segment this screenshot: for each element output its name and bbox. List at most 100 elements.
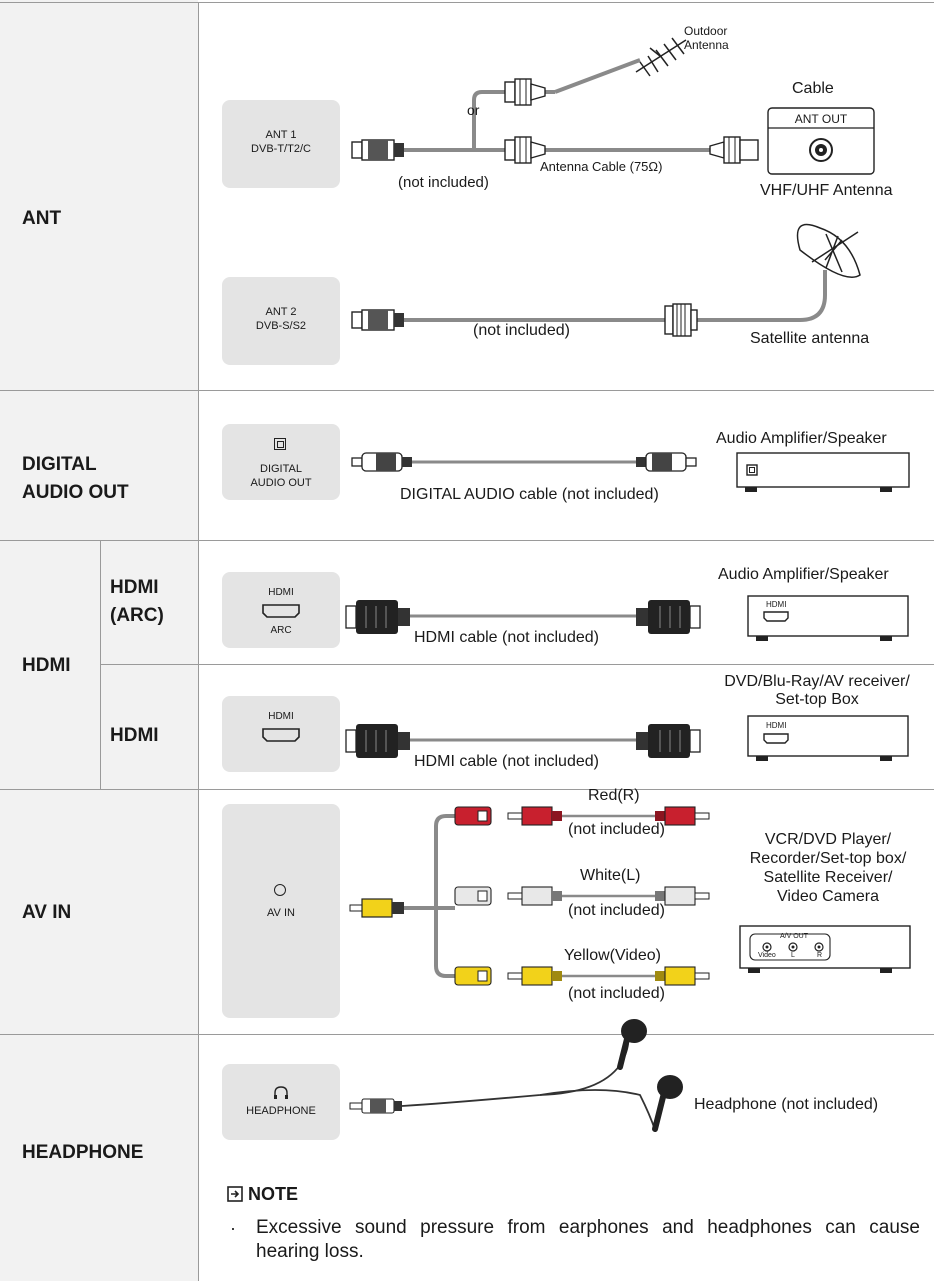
- section-label-ant: ANT: [22, 208, 62, 229]
- headphone-port-label: HEADPHONE: [246, 1105, 316, 1117]
- hdmi-port-label: HDMI: [268, 711, 294, 722]
- av-in-label-cell: [0, 790, 198, 1034]
- white-rca-jack-icon: [454, 886, 492, 906]
- note-text: Excessive sound pressure from earphones …: [256, 1217, 920, 1262]
- hdmi-cable-label: HDMI cable (not included): [414, 753, 599, 770]
- optical-plug-icon: [351, 452, 412, 472]
- ant2-port-label: ANT 2: [265, 306, 297, 318]
- audio-amplifier-icon: [747, 595, 909, 641]
- av-in-port-label: AV IN: [267, 907, 295, 919]
- note-title: NOTE: [248, 1184, 299, 1204]
- hdmi-plug-icon: [636, 724, 701, 758]
- red-rca-plug-icon: [507, 806, 562, 826]
- section-label-headphone: HEADPHONE: [22, 1142, 144, 1163]
- av-out-video-label: Video: [758, 952, 776, 959]
- ant2-port-panel: ANT 2 DVB-S/S2: [222, 277, 340, 365]
- section-label-hdmi: HDMI: [22, 655, 71, 676]
- vhf-uhf-label: VHF/UHF Antenna: [760, 182, 893, 199]
- white-rca-plug-icon: [655, 886, 710, 906]
- section-label-hdmi-plain: HDMI: [110, 725, 159, 746]
- ant1-not-included: (not included): [398, 174, 489, 191]
- hdmi-port-icon: [262, 604, 300, 618]
- hdmi-port-panel: HDMI: [222, 696, 340, 772]
- yellow-not-included: (not included): [568, 985, 665, 1002]
- red-label: Red(R): [588, 787, 640, 804]
- optical-port-icon: [274, 438, 286, 450]
- satellite-antenna-label: Satellite antenna: [750, 330, 870, 347]
- earbud-icon: [652, 1075, 683, 1132]
- yellow-rca-plug-icon: [507, 966, 562, 986]
- f-connector-icon: [504, 136, 546, 164]
- earbud-icon: [617, 1019, 647, 1070]
- headphone-icon: [274, 1086, 288, 1099]
- white-not-included: (not included): [568, 902, 665, 919]
- av-in-port-panel: AV IN: [222, 804, 340, 1018]
- coax-plug-icon: [351, 139, 404, 161]
- headphone-plug-icon: [349, 1098, 402, 1114]
- hdmi-plug-icon: [636, 600, 701, 634]
- yellow-label: Yellow(Video): [564, 947, 661, 964]
- hdmi-arc-port-panel: HDMI ARC: [222, 572, 340, 648]
- set-top-box-icon: [747, 715, 909, 761]
- audio-amplifier-icon: [736, 452, 910, 492]
- av-out-l-label: L: [791, 952, 795, 959]
- hdmi-arc-device-label: Audio Amplifier/Speaker: [718, 566, 889, 583]
- antenna-cable-label: Antenna Cable (75Ω): [540, 159, 663, 174]
- digital-audio-port-label: DIGITAL AUDIO OUT: [250, 463, 312, 489]
- white-rca-plug-icon: [507, 886, 562, 906]
- ant-label-cell: [0, 0, 198, 390]
- row-divider: [100, 664, 934, 665]
- red-rca-jack-icon: [454, 806, 492, 826]
- section-label-digital-audio: DIGITAL AUDIO OUT: [22, 454, 129, 503]
- outdoor-antenna-label: Outdoor Antenna: [684, 24, 729, 52]
- hdmi-arc-port-label: HDMI: [268, 587, 294, 598]
- ant-wiring-diagram: [351, 37, 875, 337]
- av-in-jack-icon: [274, 884, 286, 896]
- headphone-wiring-diagram: [349, 1019, 683, 1132]
- hdmi-arc-cable-label: HDMI cable (not included): [414, 629, 599, 646]
- amp-hdmi-port-label: HDMI: [766, 600, 787, 609]
- note-bullet: ·: [230, 1218, 236, 1238]
- hdmi-device-label: DVD/Blu-Ray/AV receiver/ Set-top Box: [724, 673, 910, 708]
- ant2-not-included: (not included): [473, 322, 570, 339]
- or-label: or: [467, 102, 480, 118]
- av-out-label: A/V OUT: [780, 933, 809, 940]
- digital-audio-label-cell: [0, 391, 198, 540]
- ant1-port-panel: ANT 1 DVB-T/T2/C: [222, 100, 340, 188]
- digital-audio-port-panel: DIGITAL AUDIO OUT: [222, 424, 340, 500]
- digital-audio-cable-label: DIGITAL AUDIO cable (not included): [400, 486, 659, 503]
- red-rca-plug-icon: [655, 806, 710, 826]
- digital-audio-device-label: Audio Amplifier/Speaker: [716, 430, 887, 447]
- f-connector-icon: [504, 78, 546, 106]
- digital-audio-wiring-diagram: [351, 452, 910, 492]
- yellow-rca-jack-icon: [454, 966, 492, 986]
- ant2-port-standard: DVB-S/S2: [255, 320, 307, 332]
- column-divider: [198, 2, 199, 1281]
- outdoor-antenna-icon: [635, 37, 687, 77]
- satellite-connector-icon: [664, 303, 698, 337]
- ant1-port-label: ANT 1: [265, 129, 297, 141]
- ant-out-label: ANT OUT: [794, 112, 848, 126]
- optical-plug-icon: [636, 452, 697, 472]
- row-divider: [0, 540, 934, 541]
- ant1-port-standard: DVB-T/T2/C: [251, 143, 311, 155]
- yellow-rca-plug-icon: [655, 966, 710, 986]
- headphone-port-panel: HEADPHONE: [222, 1064, 340, 1140]
- hdmi-port-icon: [262, 728, 300, 742]
- av-out-r-label: R: [817, 952, 823, 959]
- hdmi-wiring-diagram: [345, 595, 909, 761]
- hdmi-label-cell: [0, 541, 198, 789]
- hdmi-plug-icon: [345, 724, 410, 758]
- f-connector-icon: [709, 136, 759, 164]
- satellite-plug-icon: [351, 309, 404, 331]
- stb-hdmi-port-label: HDMI: [766, 721, 787, 730]
- satellite-dish-icon: [796, 223, 861, 278]
- av-in-device-label: VCR/DVD Player/ Recorder/Set-top box/ Sa…: [749, 831, 907, 905]
- red-not-included: (not included): [568, 821, 665, 838]
- cable-box-icon: [767, 107, 875, 175]
- row-divider: [0, 1034, 934, 1035]
- table-border-top: [0, 2, 934, 3]
- av-in-wiring-diagram: [349, 806, 911, 986]
- headphone-device-label: Headphone (not included): [694, 1096, 879, 1113]
- headphone-label-cell: [0, 1035, 198, 1281]
